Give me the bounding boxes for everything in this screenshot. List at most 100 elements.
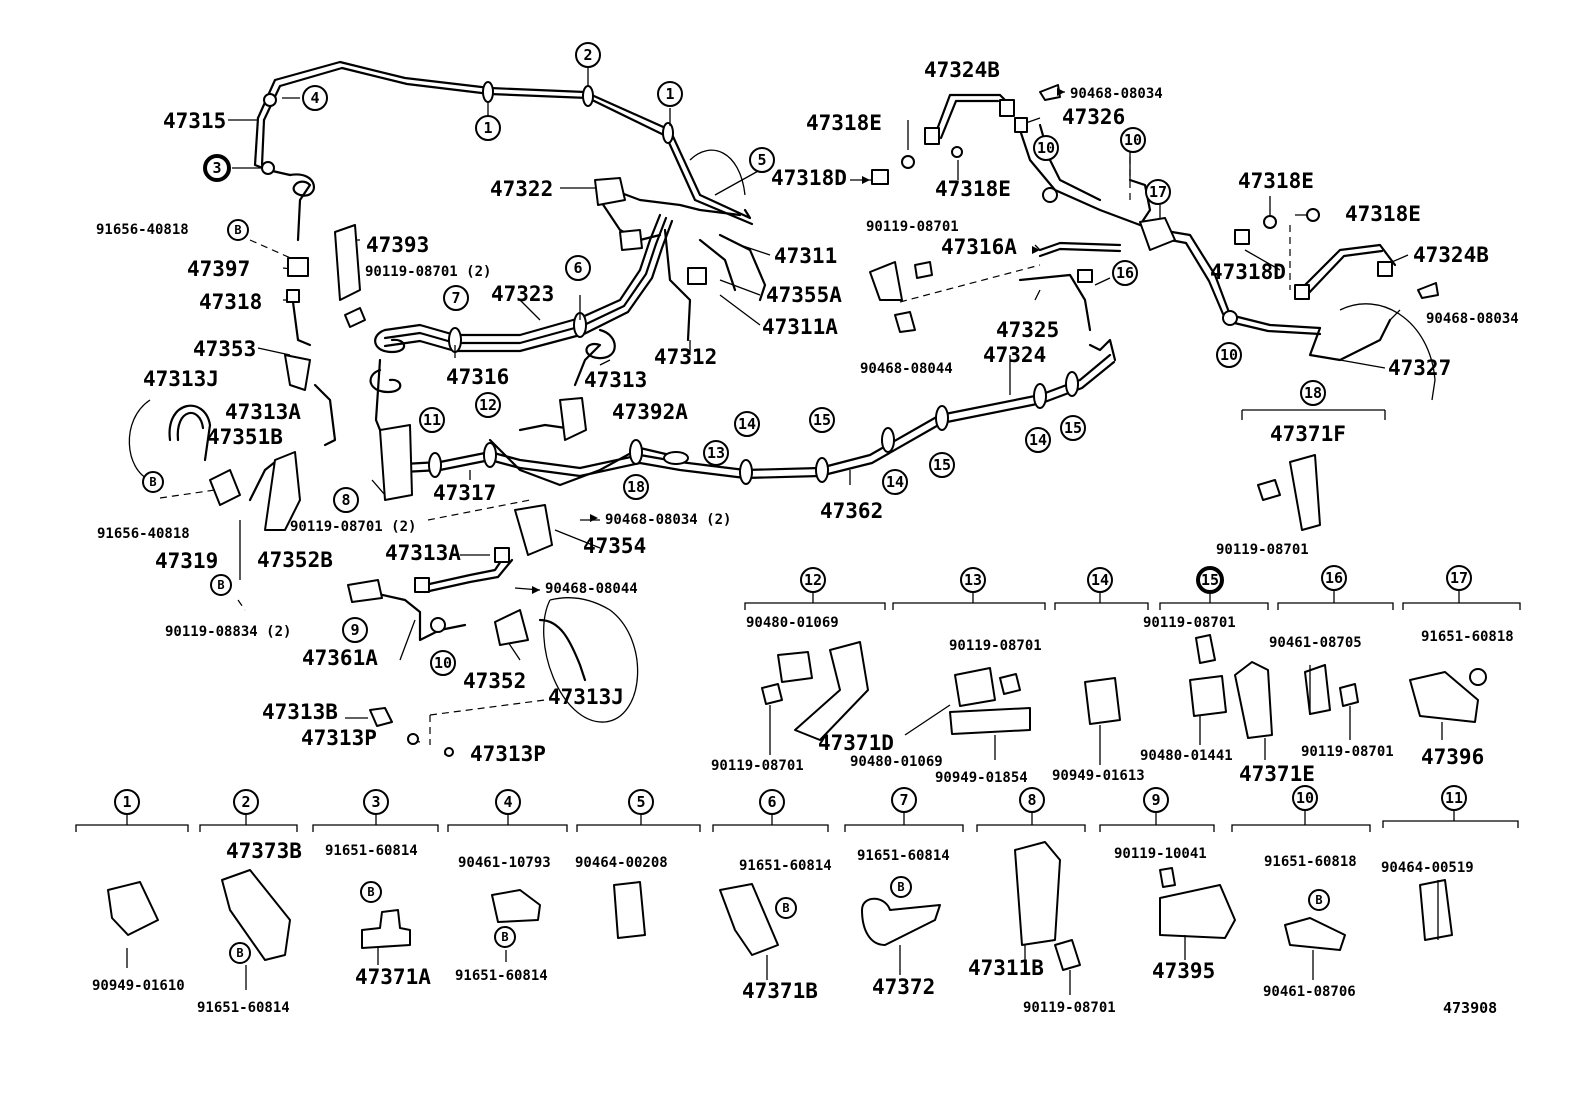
bolt-icon [871,169,889,185]
label-47311a: 47311A [762,315,838,339]
part-number: 90461-08705 [1269,635,1362,651]
bolt-icon [761,683,783,705]
label-47313a: 47313A [385,541,461,565]
label-47313: 47313 [584,368,647,392]
part-number: 90119-08701 [1301,744,1394,760]
part-number: 90461-10793 [458,855,551,871]
callout-11: 11 [423,411,441,429]
part-number: 90119-08701 [949,638,1042,654]
bolt-icon [1159,867,1176,888]
label-47352b: 47352B [257,548,333,572]
bracket-icon [264,451,301,531]
callout-2: 2 [583,46,592,64]
label-47313b: 47313B [262,700,338,724]
part-number: 90464-00519 [1381,860,1474,876]
label-47371f: 47371F [1270,422,1346,446]
part-number: 91651-60814 [325,843,418,859]
label-47313p: 47313P [470,742,546,766]
label-47324b: 47324B [1413,243,1489,267]
bracket-icon [284,354,311,391]
hose-icon [414,577,430,593]
detail-loop-outlines [128,149,1436,723]
bolt-icon [999,673,1021,695]
label-47326: 47326 [1062,105,1125,129]
component-shapes [209,84,1439,757]
label-47313j: 47313J [143,367,219,391]
part-number: 91651-60818 [1421,629,1514,645]
label-47313a: 47313A [225,400,301,424]
part-number: 90119-08701 [711,758,804,774]
part-number: 90119-08701 [1216,542,1309,558]
callout-10: 10 [1220,346,1238,364]
callout-17: 17 [1149,183,1167,201]
union-icon [286,289,300,303]
callout-14: 14 [886,473,904,491]
label-47396: 47396 [1421,745,1484,769]
part-number: 90949-01613 [1052,768,1145,784]
callout-16: 16 [1116,264,1134,282]
b-symbol: B [236,946,243,960]
callout-10: 10 [1124,131,1142,149]
callout-10: 10 [1037,139,1055,157]
callout-15: 15 [1201,571,1219,589]
bracket-icon [221,869,291,961]
part-number: 90119-08701 [1023,1000,1116,1016]
label-47354: 47354 [583,534,646,558]
detail-group-shapes [107,634,1487,971]
part-numbers: 91656-40818 90119-08701 (2) 91656-40818 … [92,86,1519,1016]
bolt-icon [1339,683,1359,707]
clamp-icon [777,651,813,683]
hose-icon [1377,261,1393,277]
callout-13: 13 [964,571,982,589]
bracket-icon [1234,661,1273,739]
b-symbol: B [782,901,789,915]
part-number: 90480-01441 [1140,748,1233,764]
bracket-icon [347,579,383,603]
figure-code: 473908 [1443,999,1497,1017]
b-symbol: B [149,475,156,489]
b-symbol: B [217,578,224,592]
callout-18: 18 [1304,384,1322,402]
arrow-markers [532,88,1065,594]
part-number: 90461-08706 [1263,984,1356,1000]
callout-3: 3 [212,159,221,177]
part-number: 90468-08044 [860,361,953,377]
clip-icon [1039,84,1061,101]
part-number: 91651-60814 [857,848,950,864]
callout-5: 5 [757,151,766,169]
label-47317: 47317 [433,481,496,505]
callout-10: 10 [434,654,452,672]
label-47371e: 47371E [1239,762,1315,786]
union-icon [687,267,707,285]
clamp-icon [1189,675,1227,717]
clamp-icon [1284,917,1346,951]
b-symbol-markers: B B B B B B B B B [142,219,1330,964]
callout-12: 12 [804,571,822,589]
part-number: 90119-08701 [866,219,959,235]
label-47324b: 47324B [924,58,1000,82]
part-number: 90468-08034 [1426,311,1519,327]
union-icon [594,177,626,206]
clip-icon [1419,879,1453,941]
union-icon [1409,671,1479,723]
label-47313p: 47313P [301,726,377,750]
label-47318d: 47318D [771,166,847,190]
callout-8: 8 [1027,791,1036,809]
union-icon [559,397,587,441]
callout-12: 12 [479,396,497,414]
callout-14: 14 [1029,431,1047,449]
label-47311: 47311 [774,244,837,268]
bracket-icon [1289,454,1321,531]
hose-icon [494,547,510,563]
clip-icon [613,881,646,939]
hose-icon [999,99,1015,117]
bracket-icon [209,469,241,506]
part-number: 90468-08044 [545,581,638,597]
union-icon [287,257,309,277]
callout-10: 10 [1296,789,1314,807]
clamp-icon [1304,664,1331,715]
clip-icon [901,155,915,169]
callout-1: 1 [665,85,674,103]
clip-icon [1417,282,1439,299]
